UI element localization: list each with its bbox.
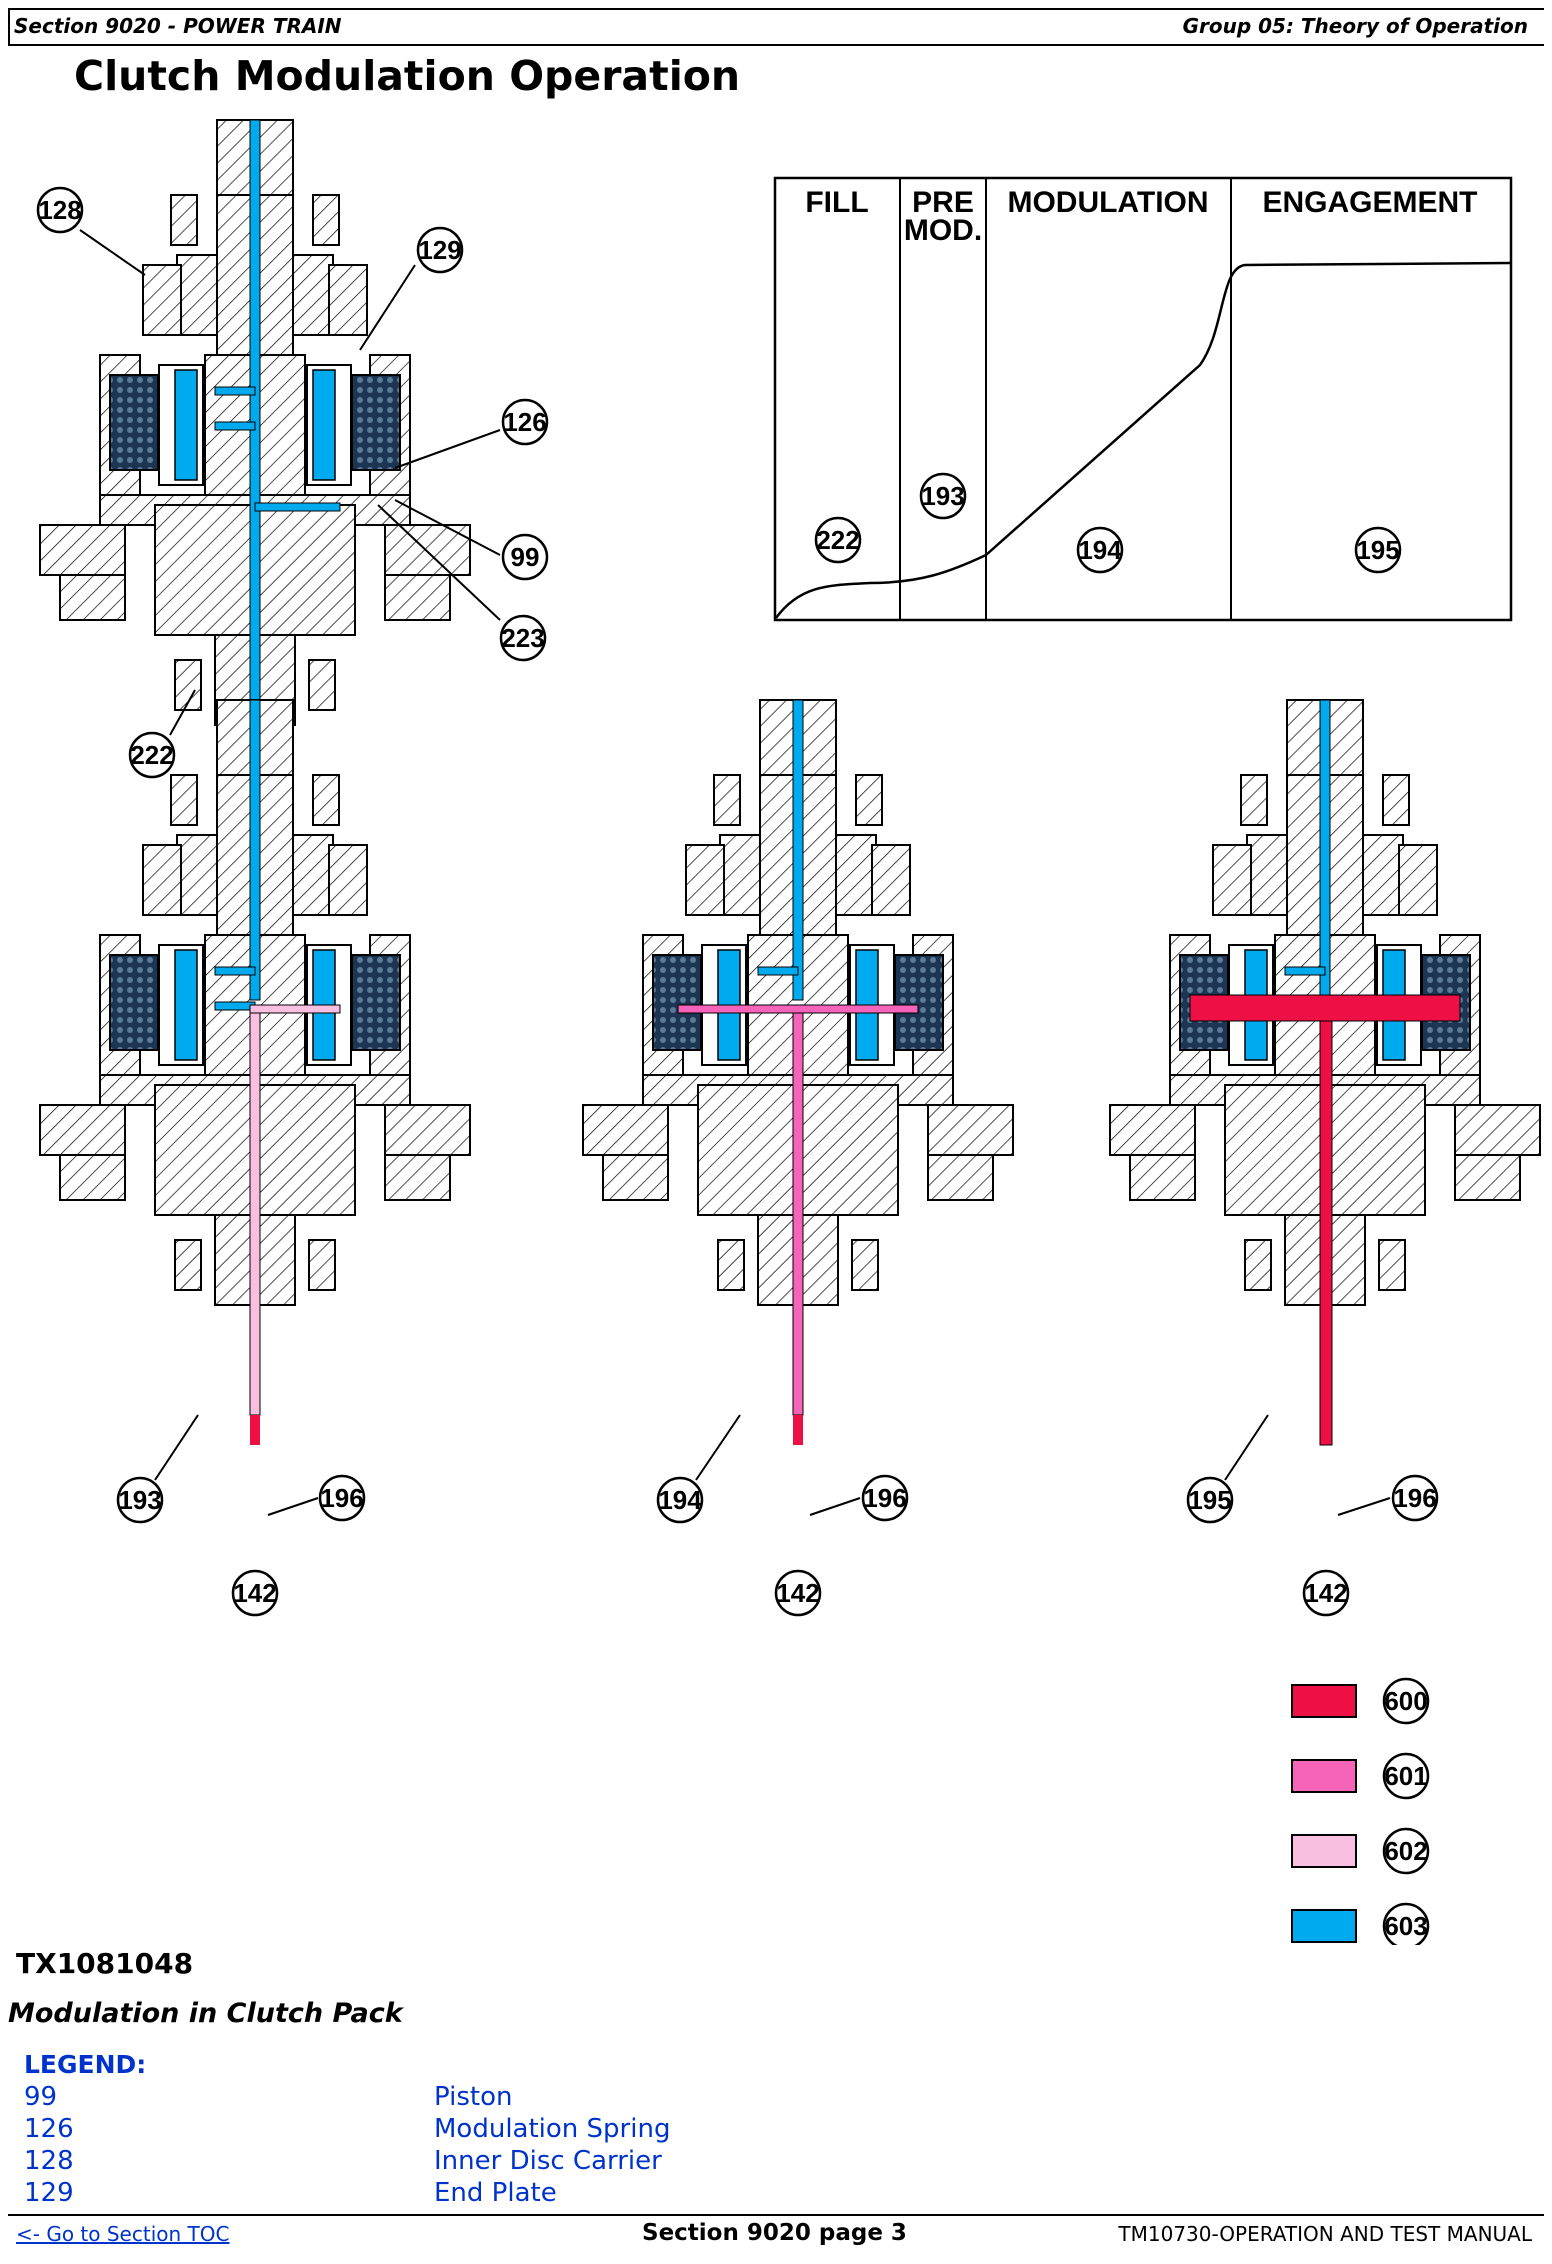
- legend-name: Modulation Spring: [434, 2114, 671, 2144]
- svg-text:223: 223: [501, 623, 544, 653]
- figure-id: TX1081048: [16, 1947, 194, 1980]
- main-callouts: 128 129 126 99 223 222: [36, 186, 549, 779]
- svg-text:601: 601: [1384, 1761, 1427, 1791]
- page-title: Clutch Modulation Operation: [74, 52, 741, 100]
- phase-fill-label: FILL: [805, 186, 868, 219]
- section-toc-link[interactable]: <- Go to Section TOC: [16, 2222, 230, 2246]
- figure-caption: Modulation in Clutch Pack: [8, 1998, 403, 2029]
- phase-graph: FILL PRE MOD. MODULATION ENGAGEMENT 222 …: [773, 176, 1513, 622]
- stage3-assembly: [1109, 699, 1541, 1446]
- stage1-callouts: 193 196 142: [116, 1414, 366, 1617]
- svg-text:99: 99: [511, 542, 540, 572]
- legend-number: 99: [24, 2082, 58, 2112]
- legend-name: End Plate: [434, 2178, 557, 2208]
- footer-divider: [8, 2214, 1544, 2216]
- svg-text:142: 142: [233, 1578, 276, 1608]
- swatch-602: [1291, 1834, 1357, 1868]
- manual-title: TM10730-OPERATION AND TEST MANUAL: [1118, 2222, 1532, 2246]
- stage2-callouts: 194 196 142: [656, 1414, 909, 1617]
- swatch-601: [1291, 1759, 1357, 1793]
- legend-heading: LEGEND:: [24, 2050, 147, 2079]
- svg-text:142: 142: [1304, 1578, 1347, 1608]
- phase-premod-label-line1: PRE: [912, 186, 974, 219]
- graph-marker: 195: [1356, 535, 1399, 565]
- svg-text:126: 126: [503, 407, 546, 437]
- graph-marker: 193: [921, 481, 964, 511]
- legend-number: 129: [24, 2178, 74, 2208]
- svg-text:142: 142: [776, 1578, 819, 1608]
- main-assembly: [39, 119, 471, 726]
- stage3-callouts: 195 196 142: [1186, 1414, 1439, 1617]
- legend-name: Inner Disc Carrier: [434, 2146, 662, 2176]
- group-label: Group 05: Theory of Operation: [1182, 14, 1528, 38]
- graph-marker: 194: [1078, 535, 1122, 565]
- svg-text:600: 600: [1384, 1686, 1427, 1716]
- phase-engagement-label: ENGAGEMENT: [1262, 186, 1477, 219]
- svg-text:602: 602: [1384, 1836, 1427, 1866]
- phase-modulation-label: MODULATION: [1007, 186, 1208, 219]
- legend-number: 128: [24, 2146, 74, 2176]
- svg-text:222: 222: [130, 740, 173, 770]
- legend-number: 126: [24, 2114, 74, 2144]
- legend-name: Piston: [434, 2082, 513, 2112]
- clutch-figure: FILL PRE MOD. MODULATION ENGAGEMENT 222 …: [36, 119, 1541, 1945]
- svg-text:193: 193: [118, 1485, 161, 1515]
- swatch-600: [1291, 1684, 1357, 1718]
- swatch-603: [1291, 1909, 1357, 1943]
- section-label: Section 9020 - POWER TRAIN: [14, 14, 342, 38]
- page-header: [8, 8, 1544, 46]
- svg-text:129: 129: [418, 235, 461, 265]
- svg-text:603: 603: [1384, 1911, 1427, 1941]
- svg-text:196: 196: [320, 1483, 363, 1513]
- color-key: 600 601 602 603: [1291, 1677, 1430, 1945]
- phase-premod-label-line2: MOD.: [904, 214, 982, 247]
- svg-text:194: 194: [658, 1485, 702, 1515]
- stage1-assembly: [39, 699, 471, 1445]
- svg-text:195: 195: [1188, 1485, 1231, 1515]
- svg-text:128: 128: [38, 195, 81, 225]
- svg-text:196: 196: [863, 1483, 906, 1513]
- graph-marker: 222: [816, 525, 859, 555]
- stage2-assembly: [582, 699, 1014, 1445]
- svg-text:196: 196: [1393, 1483, 1436, 1513]
- page-number: Section 9020 page 3: [642, 2220, 907, 2246]
